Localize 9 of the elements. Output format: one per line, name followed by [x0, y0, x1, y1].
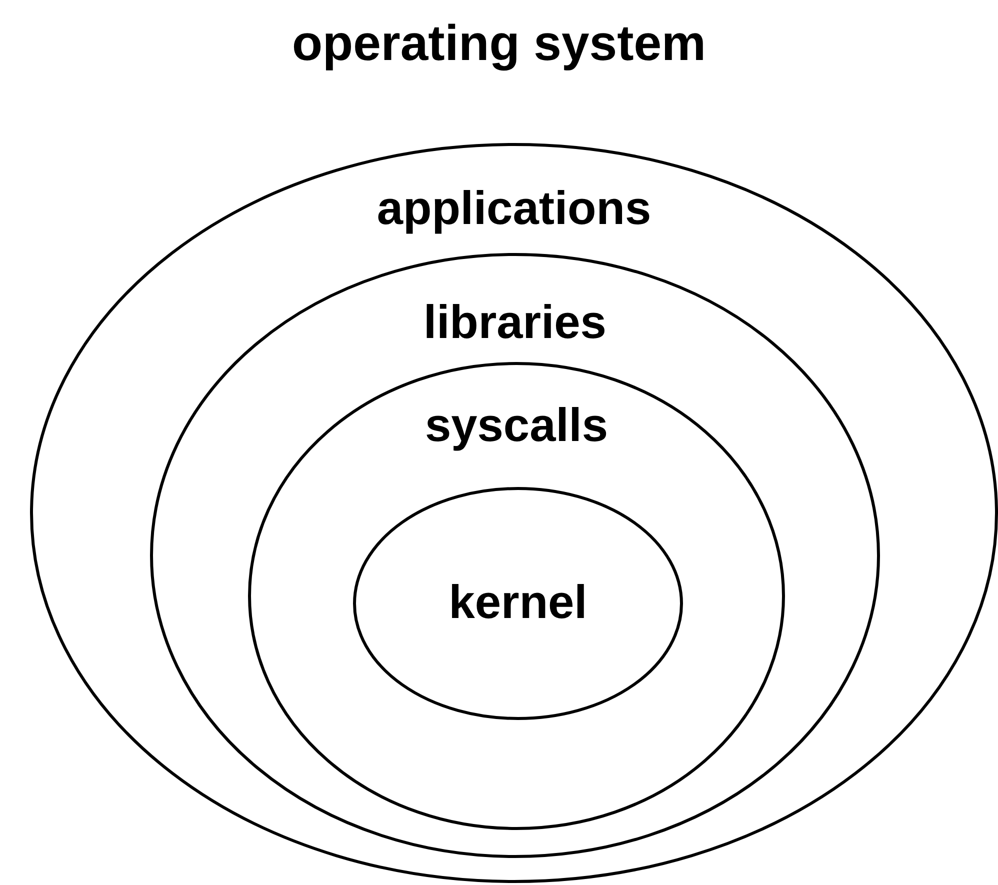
layer-label: syscalls: [425, 397, 608, 453]
ellipse-layer: [30, 143, 998, 883]
ellipse-layer: [150, 253, 880, 858]
title: operating system: [292, 14, 706, 72]
ellipse-layer: [353, 487, 683, 720]
layer-label: applications: [376, 180, 652, 236]
layer-label: kernel: [448, 574, 588, 630]
layer-label: libraries: [424, 294, 606, 350]
ellipse-layer: [248, 362, 785, 830]
